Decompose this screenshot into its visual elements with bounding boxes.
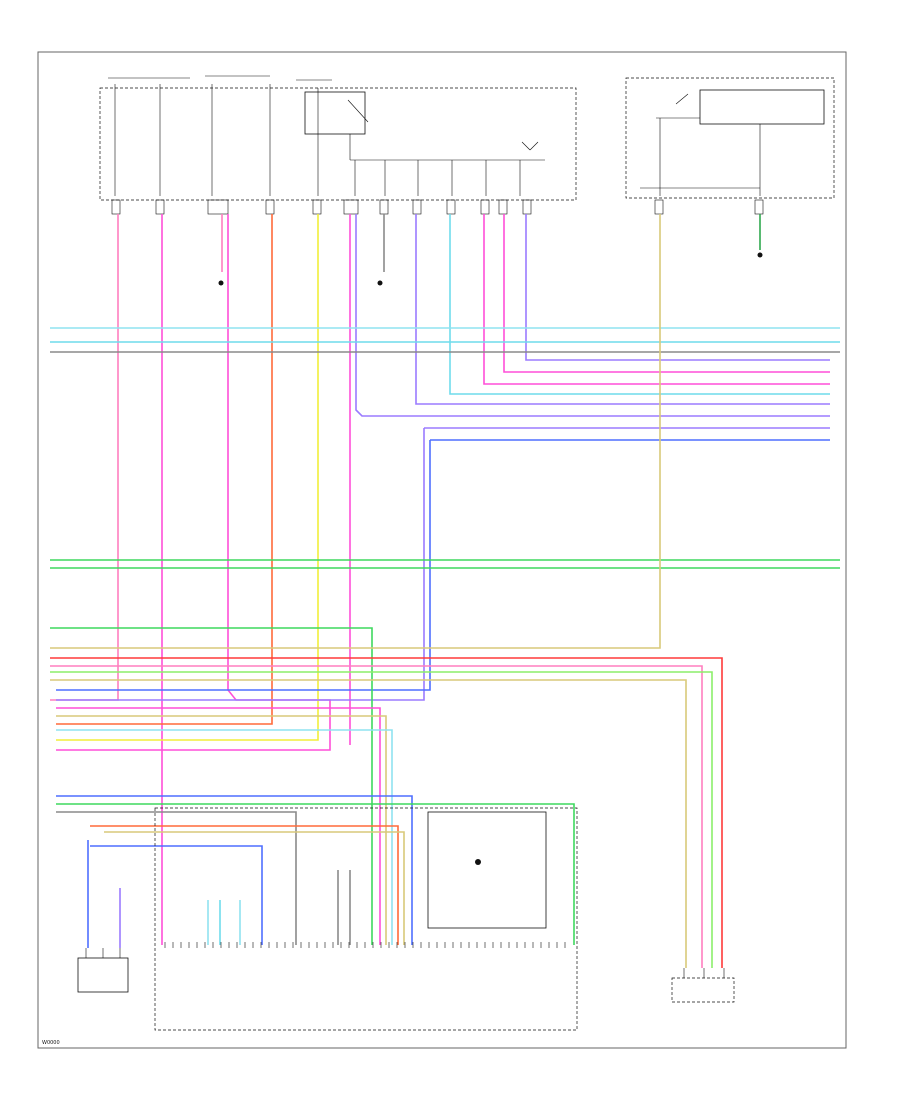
- wire: [525, 214, 830, 361]
- wire: [56, 214, 331, 751]
- wire: [50, 679, 687, 968]
- wire: [50, 214, 661, 649]
- pcm-module: [154, 807, 578, 1031]
- ground-symbols: [218, 252, 763, 865]
- wire: [56, 803, 575, 945]
- wire: [50, 627, 373, 945]
- wire: [483, 214, 830, 385]
- wire: [503, 214, 830, 373]
- corner-code: W0000: [42, 1040, 60, 1046]
- diagram-frame: [37, 51, 847, 1049]
- relay-box: [304, 91, 366, 135]
- wire: [50, 657, 723, 968]
- top-right-relay: [625, 77, 835, 199]
- wire: [56, 729, 393, 945]
- splice-dot: [475, 859, 481, 865]
- splice-dot: [218, 280, 224, 286]
- fuel-pressure-sensor: [77, 948, 129, 993]
- wire: [90, 845, 263, 945]
- wire: [50, 671, 713, 968]
- wire: [355, 214, 830, 417]
- connector-row: [111, 199, 764, 215]
- splice-dot: [757, 252, 763, 258]
- wire: [56, 214, 319, 741]
- splice-dot: [377, 280, 383, 286]
- wire: [56, 707, 381, 945]
- wire: [56, 715, 387, 945]
- wire: [415, 214, 830, 405]
- wires: [50, 214, 840, 968]
- wire: [56, 795, 413, 945]
- wire: [56, 718, 273, 725]
- wire: [90, 825, 399, 945]
- wire: [449, 214, 830, 395]
- wire: [104, 831, 405, 945]
- wire: [50, 665, 703, 968]
- right-bottom-sensor: [671, 968, 735, 1003]
- wire: [56, 811, 297, 945]
- fuse-relay-block: [99, 75, 577, 201]
- wire: [56, 428, 425, 701]
- wire: [56, 440, 431, 691]
- wire: [50, 214, 119, 701]
- underhood-fuse-block-outline: [99, 87, 577, 201]
